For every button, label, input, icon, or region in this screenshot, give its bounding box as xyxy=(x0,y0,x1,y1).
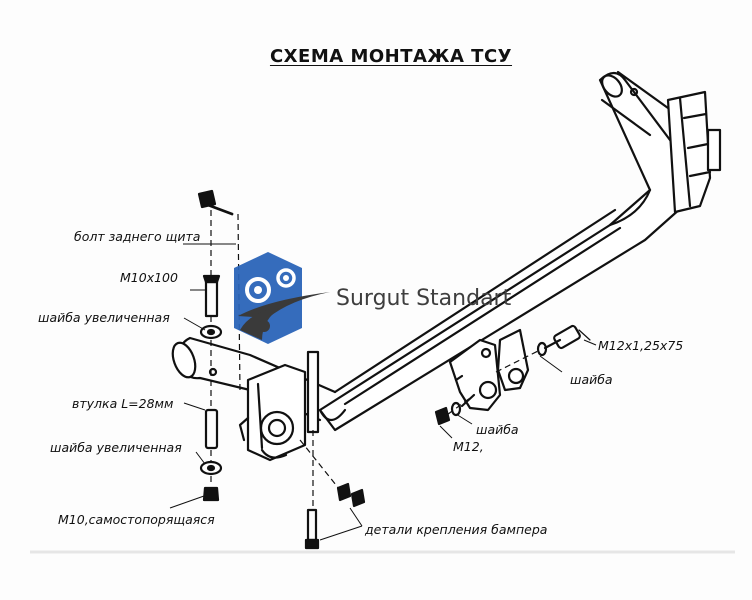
label-washer-enlarged-top: шайба увеличенная xyxy=(38,310,170,325)
left-hardware-stack xyxy=(197,189,234,502)
tow-lugs xyxy=(448,328,530,412)
bumper-hardware xyxy=(304,350,366,550)
label-m12: М12, xyxy=(453,439,484,454)
left-arm-tube xyxy=(171,336,347,422)
label-m10x100: М10х100 xyxy=(120,270,178,285)
right-bracket xyxy=(666,90,722,214)
bolt-m12x125x75 xyxy=(536,324,591,357)
label-sleeve: втулка L=28мм xyxy=(72,396,174,411)
label-bumper-fasteners: детали крепления бампера xyxy=(365,522,548,537)
guide-lines xyxy=(210,210,541,508)
crossbar-tube xyxy=(318,70,702,432)
leader-lines xyxy=(169,243,597,541)
diagram-title: СХЕМА МОНТАЖА ТСУ xyxy=(269,46,513,67)
label-washer-right: шайба xyxy=(570,372,613,387)
left-plate xyxy=(238,363,307,462)
gears-car-logo-icon xyxy=(234,252,330,344)
label-washer-center: шайба xyxy=(476,422,519,437)
label-washer-enlarged-bottom: шайба увеличенная xyxy=(50,440,182,455)
label-rear-panel-bolt: болт заднего щита xyxy=(74,229,201,244)
nut-m12 xyxy=(434,393,476,426)
label-m12x125x75: М12х1,25х75 xyxy=(598,338,684,353)
label-m10-selflocking: М10,самостопорящаяся xyxy=(58,512,215,527)
watermark-text: Surgut Standart xyxy=(336,286,512,311)
